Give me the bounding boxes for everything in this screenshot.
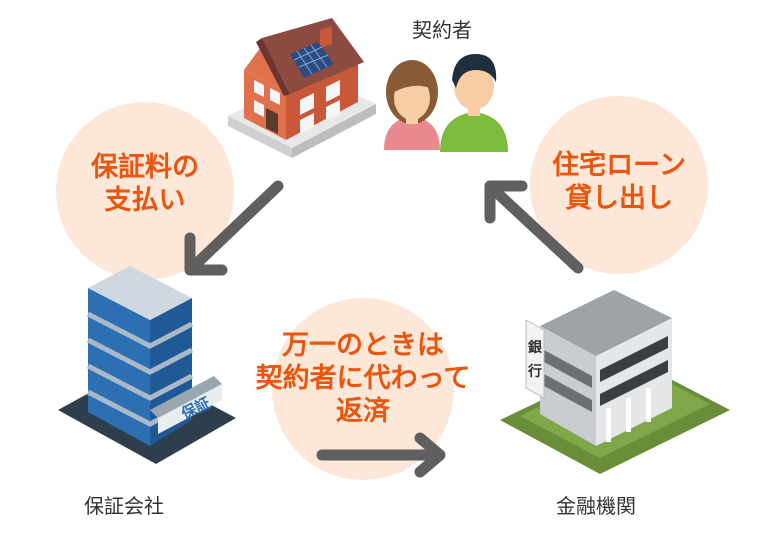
loan-text: 住宅ローン 貸し出し (530, 150, 708, 216)
guarantor-label: 保証会社 (84, 494, 164, 518)
loan-line-1: 住宅ローン (552, 150, 686, 181)
arrow-repayment (316, 432, 446, 478)
contractor-label: 契約者 (412, 18, 472, 42)
arrow-loan (484, 180, 584, 274)
woman-figure (384, 60, 440, 150)
fee-payment-text: 保証料の 支払い (56, 152, 234, 218)
repayment-line-2: 契約者に代わって (255, 362, 471, 394)
arrow-fee-payment (184, 180, 284, 276)
man-figure (440, 54, 508, 152)
loan-line-2: 貸し出し (565, 182, 673, 214)
repayment-line-3: 返済 (336, 395, 390, 427)
bank-sign-char-1: 銀 (528, 339, 542, 355)
repayment-text: 万一のときは 契約者に代わって 返済 (232, 330, 494, 429)
fee-payment-line-2: 支払い (104, 184, 186, 216)
fee-payment-line-1: 保証料の (91, 152, 199, 183)
bank-label: 金融機関 (556, 494, 636, 518)
bank-sign-char-2: 行 (527, 363, 542, 379)
repayment-line-1: 万一のときは (282, 330, 444, 361)
